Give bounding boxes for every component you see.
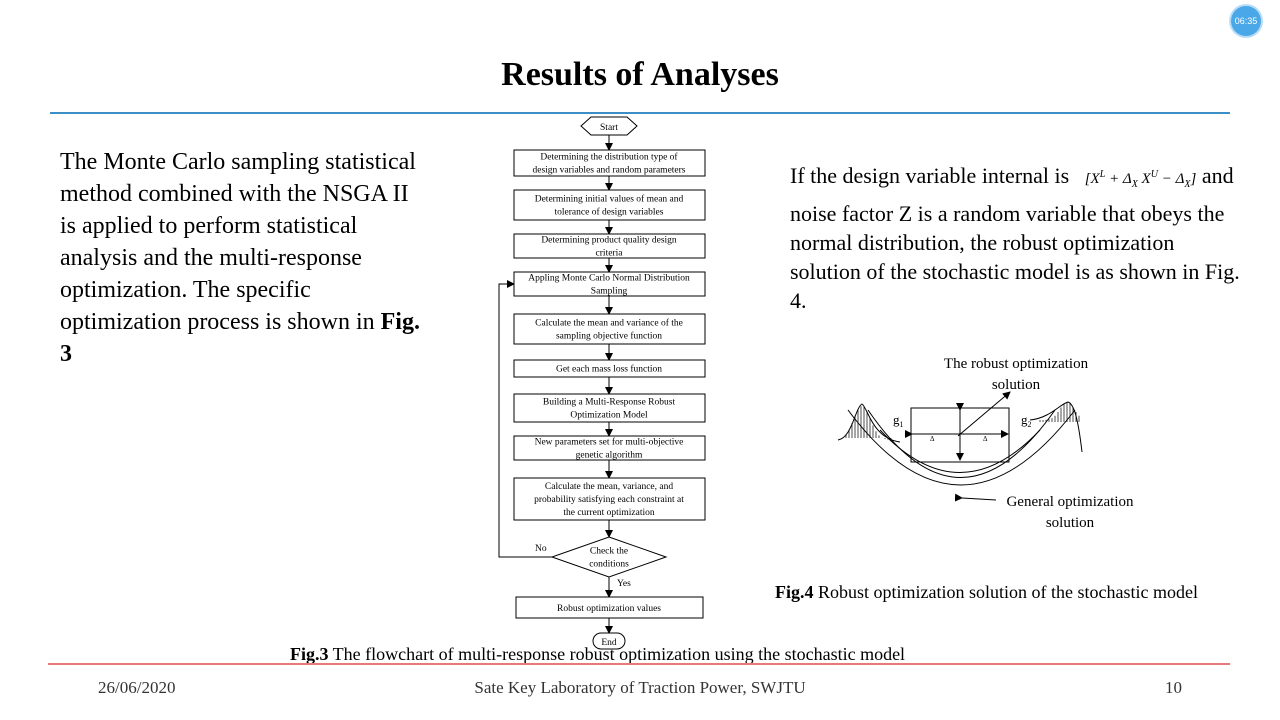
constraint-curve-outer bbox=[847, 409, 1076, 486]
right-paragraph-intro: If the design variable internal is bbox=[790, 163, 1070, 188]
delta-x1-label: Δ bbox=[930, 435, 935, 443]
left-paragraph-text: The Monte Carlo sampling statistical met… bbox=[60, 149, 416, 335]
flowchart-step-1-line-1: Determining the distribution type of bbox=[540, 152, 678, 163]
delta-x2-label: Δ bbox=[983, 435, 988, 443]
time-badge: 06:35 bbox=[1231, 6, 1261, 36]
flowchart-step-9-line-1: Calculate the mean, variance, and bbox=[545, 482, 673, 492]
g2-label: g2 bbox=[1021, 412, 1032, 429]
right-paragraph-body: and noise factor Z is a random variable … bbox=[790, 163, 1240, 313]
flowchart-step-7 bbox=[513, 393, 706, 423]
interval-formula: [XL + ΔX XU − ΔX] bbox=[1084, 169, 1197, 190]
flowchart-loop-arrow bbox=[498, 280, 552, 558]
flowchart-step-2-line-2: tolerance of design variables bbox=[555, 207, 664, 218]
flowchart-step-7-line-2: Optimization Model bbox=[570, 411, 648, 421]
flowchart-step-1-line-2: design variables and random parameters bbox=[533, 166, 686, 176]
robust-solution-label-line1: The robust optimization bbox=[944, 356, 1089, 372]
flowchart-step-8 bbox=[513, 435, 706, 461]
flowchart-step-1 bbox=[513, 149, 706, 177]
flowchart-step-9-line-2: probability satisfying each constraint a… bbox=[534, 494, 684, 505]
fig3-caption: Fig.3 The flowchart of multi-response ro… bbox=[290, 644, 905, 665]
left-paragraph: The Monte Carlo sampling statistical met… bbox=[60, 146, 430, 370]
flowchart-step-4-line-1: Appling Monte Carlo Normal Distribution bbox=[528, 274, 690, 284]
flowchart-step-5 bbox=[513, 313, 706, 345]
flowchart-step-7-line-1: Building a Multi-Response Robust bbox=[543, 398, 676, 408]
flowchart-decision-line-2: conditions bbox=[589, 560, 629, 570]
flowchart-step-5-line-2: sampling objective function bbox=[556, 331, 662, 342]
flowchart-end bbox=[592, 632, 626, 650]
flowchart-step-5-line-1: Calculate the mean and variance of the bbox=[535, 318, 683, 329]
footer-page-number: 10 bbox=[1165, 678, 1182, 697]
flowchart-step-3 bbox=[513, 233, 706, 259]
fig4-caption-text: Robust optimization solution of the stoc… bbox=[813, 582, 1198, 602]
general-solution-label-line1: General optimization bbox=[1006, 494, 1134, 510]
robust-solution-label-line2: solution bbox=[992, 377, 1041, 393]
fig3-caption-label: Fig.3 bbox=[290, 644, 329, 664]
fig3-caption-text: The flowchart of multi-response robust o… bbox=[328, 644, 906, 664]
g1-label: g1 bbox=[893, 412, 904, 429]
flowchart-yes-label: Yes bbox=[617, 579, 631, 589]
flowchart-step-9 bbox=[513, 477, 706, 521]
flowchart-step-2-line-1: Determining initial values of mean and bbox=[535, 194, 684, 205]
flowchart-step-9-line-3: the current optimization bbox=[563, 508, 655, 518]
slide-title: Results of Analyses bbox=[501, 56, 779, 93]
flowchart-step-3-line-2: criteria bbox=[596, 249, 624, 259]
left-distribution-curve bbox=[837, 403, 901, 443]
flowchart-decision-line-1: Check the bbox=[590, 547, 628, 557]
robust-pointer-arrow bbox=[957, 391, 1011, 437]
fig3-reference: Fig. 3 bbox=[60, 309, 420, 367]
constraint-curve-lower bbox=[879, 429, 1041, 473]
flowchart-end-label: End bbox=[601, 638, 617, 648]
flowchart-start-label: Start bbox=[600, 123, 618, 133]
footer-divider bbox=[48, 663, 1230, 665]
flowchart-step-6-line-1: Get each mass loss function bbox=[556, 364, 662, 375]
flowchart-step-6 bbox=[513, 359, 706, 378]
general-pointer-arrow bbox=[954, 493, 997, 502]
footer-date: 26/06/2020 bbox=[98, 678, 176, 697]
flowchart-start bbox=[580, 116, 638, 136]
footer-organization: Sate Key Laboratory of Traction Power, S… bbox=[474, 678, 806, 697]
fig4-caption-label: Fig.4 bbox=[775, 582, 814, 602]
flowchart-final-step-label: Robust optimization values bbox=[557, 604, 661, 614]
flowchart-step-2 bbox=[513, 189, 706, 221]
flowchart-step-8-line-1: New parameters set for multi-objective bbox=[535, 437, 684, 448]
flowchart-decision bbox=[550, 536, 668, 578]
flowchart-step-4 bbox=[513, 271, 706, 297]
right-distribution-curve bbox=[1029, 401, 1083, 453]
flowchart-final-step bbox=[515, 596, 704, 619]
flowchart-step-3-line-1: Determining product quality design bbox=[541, 236, 677, 246]
general-solution-label-line2: solution bbox=[1046, 515, 1095, 531]
right-paragraph: If the design variable internal is [XL +… bbox=[790, 160, 1240, 315]
fig4-caption: Fig.4 Robust optimization solution of th… bbox=[775, 582, 1198, 603]
title-divider bbox=[50, 112, 1230, 114]
flowchart-no-label: No bbox=[535, 544, 547, 554]
flowchart-connectors bbox=[498, 135, 613, 634]
flowchart-step-8-line-2: genetic algorithm bbox=[576, 451, 643, 461]
flowchart-step-4-line-2: Sampling bbox=[591, 287, 628, 297]
